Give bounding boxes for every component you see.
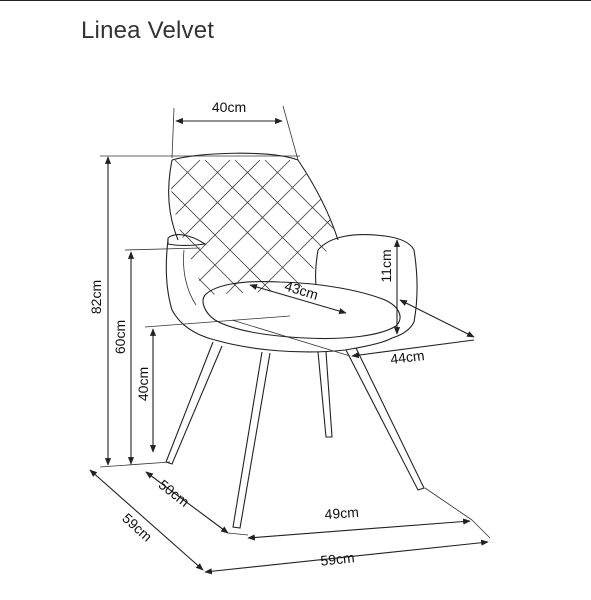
label-backrest-width: 40cm	[212, 99, 246, 115]
label-armrest-height: 60cm	[112, 320, 128, 354]
left-armrest-side	[165, 239, 216, 341]
seat-frame	[214, 337, 393, 353]
leg-front-left	[165, 341, 223, 465]
right-armrest-inner	[315, 249, 319, 286]
top-divider	[0, 0, 591, 1]
label-total-width: 59cm	[320, 549, 356, 568]
label-total-depth: 59cm	[119, 510, 155, 545]
leg-back-center	[317, 351, 333, 438]
page-title: Linea Velvet	[81, 17, 215, 44]
label-seat-height: 40cm	[135, 367, 151, 401]
left-armrest-inner	[183, 249, 197, 306]
label-base-width: 49cm	[324, 504, 359, 522]
label-total-height: 82cm	[88, 280, 104, 314]
dimension-lines	[89, 105, 491, 575]
left-armrest	[167, 234, 207, 247]
chair-drawing	[165, 152, 425, 529]
leg-back-right	[345, 347, 425, 491]
backrest-left-edge	[168, 159, 179, 241]
label-seat-depth-total: 44cm	[389, 347, 425, 367]
backrest-quilting	[170, 159, 338, 295]
label-armrest-rise: 11cm	[378, 249, 394, 282]
label-seat-depth: 50cm	[156, 476, 193, 510]
backrest-outline	[171, 152, 339, 241]
label-seat-width: 43cm	[283, 278, 320, 303]
leg-front-center	[232, 351, 271, 529]
